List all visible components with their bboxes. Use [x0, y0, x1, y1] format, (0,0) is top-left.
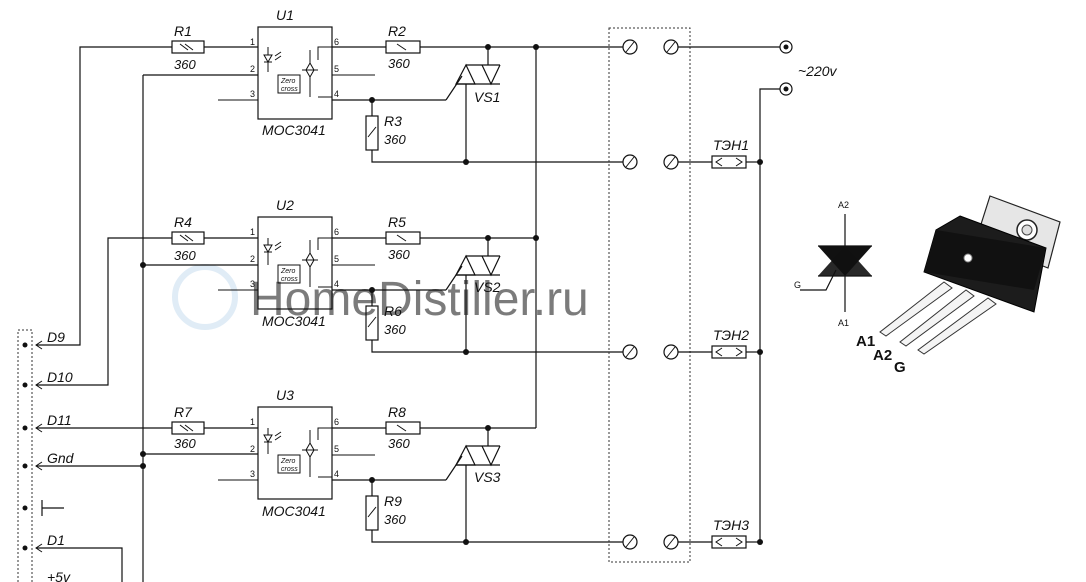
- optocoupler-u3: [257, 406, 333, 500]
- label-symbol-a2: A2: [838, 200, 849, 210]
- label-r2: R2: [388, 23, 406, 39]
- svg-text:2: 2: [250, 254, 255, 264]
- value-r9: 360: [384, 512, 406, 527]
- heater-2: [711, 345, 747, 359]
- connector-label-d1: D1: [47, 532, 65, 548]
- label-heater-2: ТЭН2: [713, 327, 749, 343]
- value-r8: 360: [388, 436, 410, 451]
- connector-label-gnd: Gnd: [47, 450, 75, 466]
- svg-text:2: 2: [250, 64, 255, 74]
- resistor-r2: [385, 40, 421, 54]
- resistor-r9: [365, 495, 379, 531]
- svg-text:5: 5: [334, 444, 339, 454]
- label-r8: R8: [388, 404, 406, 420]
- connector-strip: D9 D10 D11 Gnd D1 +5v: [17, 46, 172, 582]
- label-r6: R6: [384, 303, 402, 319]
- watermark-text: HomeDistiller.ru: [250, 273, 589, 326]
- label-r9: R9: [384, 493, 402, 509]
- label-package-g: G: [894, 359, 906, 376]
- connector-label-d9: D9: [47, 329, 65, 345]
- optocoupler-u2: [257, 216, 333, 310]
- channel-3: R7 360 U3 MOC3041 1 2 3 6 5 4 Zero cross…: [171, 387, 630, 545]
- connector-label-d10: D10: [47, 369, 73, 385]
- triac-vs3: VS3: [445, 428, 501, 542]
- triac-symbol: A2 A1 G: [794, 200, 872, 328]
- resistor-r1: [171, 40, 205, 54]
- label-r5: R5: [388, 214, 406, 230]
- supply-label: ~220v: [798, 63, 838, 79]
- svg-text:3: 3: [250, 469, 255, 479]
- svg-text:Zero: Zero: [280, 268, 296, 275]
- value-r6: 360: [384, 322, 406, 337]
- svg-text:5: 5: [334, 64, 339, 74]
- output-side: ~220v ТЭН1 ТЭН2 ТЭН3: [678, 40, 838, 549]
- label-package-a2: A2: [873, 347, 892, 364]
- triac-vs2: VS2: [445, 238, 501, 352]
- svg-text:3: 3: [250, 279, 255, 289]
- label-r4: R4: [174, 214, 192, 230]
- label-vs1: VS1: [474, 89, 500, 105]
- channel-2: R4 360 U2 MOC3041 1 2 3 6 5 4 Zero cross…: [171, 197, 630, 355]
- svg-text:Zero: Zero: [280, 458, 296, 465]
- value-r2: 360: [388, 56, 410, 71]
- label-r7: R7: [174, 404, 193, 420]
- label-u1: U1: [276, 7, 294, 23]
- svg-text:5: 5: [334, 254, 339, 264]
- value-r1: 360: [174, 57, 196, 72]
- watermark: HomeDistiller.ru: [172, 264, 589, 330]
- svg-text:2: 2: [250, 444, 255, 454]
- ground-bus: [140, 74, 258, 582]
- svg-text:1: 1: [250, 37, 255, 47]
- connector-label-d11: D11: [47, 412, 72, 428]
- resistor-r3: [365, 115, 379, 151]
- label-heater-1: ТЭН1: [713, 137, 749, 153]
- svg-text:Zero: Zero: [280, 78, 296, 85]
- optocoupler-u1: [257, 26, 333, 120]
- label-vs3: VS3: [474, 469, 501, 485]
- heater-3: [711, 535, 747, 549]
- value-r4: 360: [174, 248, 196, 263]
- triac-package: A1 A2 G: [856, 195, 1061, 376]
- label-heater-3: ТЭН3: [713, 517, 749, 533]
- label-u2: U2: [276, 197, 294, 213]
- resistor-r4: [171, 231, 205, 245]
- value-r7: 360: [174, 436, 196, 451]
- label-r3: R3: [384, 113, 402, 129]
- label-vs2: VS2: [474, 279, 501, 295]
- value-r3: 360: [384, 132, 406, 147]
- svg-text:cross: cross: [281, 86, 298, 93]
- svg-text:4: 4: [334, 279, 339, 289]
- label-ic1: MOC3041: [262, 122, 326, 138]
- resistor-r8: [385, 421, 421, 435]
- svg-text:4: 4: [334, 469, 339, 479]
- svg-text:cross: cross: [281, 276, 298, 283]
- svg-text:4: 4: [334, 89, 339, 99]
- svg-text:6: 6: [334, 227, 339, 237]
- triac-vs1: VS1: [445, 47, 501, 162]
- terminal-block: [608, 27, 691, 563]
- svg-text:1: 1: [250, 227, 255, 237]
- channel-1: R1 360 U1 MOC3041 1 2 3 6 5 4 Zero cross…: [171, 7, 630, 165]
- svg-text:1: 1: [250, 417, 255, 427]
- resistor-r5: [385, 231, 421, 245]
- connector-label-5v: +5v: [47, 569, 71, 582]
- svg-text:6: 6: [334, 37, 339, 47]
- svg-text:6: 6: [334, 417, 339, 427]
- label-ic2: MOC3041: [262, 313, 326, 329]
- label-r1: R1: [174, 23, 192, 39]
- label-ic3: MOC3041: [262, 503, 326, 519]
- resistor-r7: [171, 421, 205, 435]
- svg-text:cross: cross: [281, 466, 298, 473]
- svg-text:3: 3: [250, 89, 255, 99]
- label-u3: U3: [276, 387, 294, 403]
- heater-1: [711, 155, 747, 169]
- label-symbol-a1: A1: [838, 318, 849, 328]
- value-r5: 360: [388, 247, 410, 262]
- label-symbol-g: G: [794, 280, 801, 290]
- label-package-a1: A1: [856, 333, 875, 350]
